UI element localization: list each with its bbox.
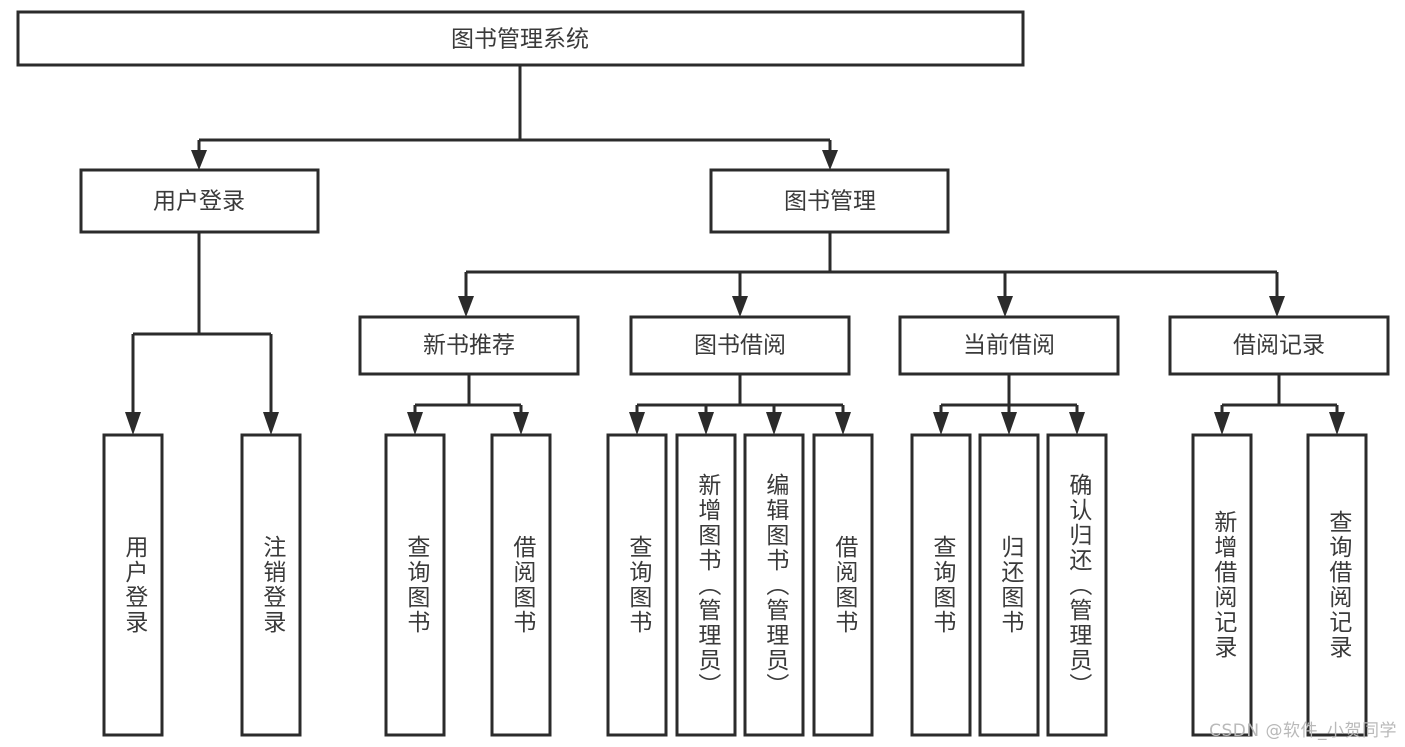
arrow-head-borrow-record (1269, 296, 1285, 317)
arrow-head-book-manage (822, 150, 838, 170)
leaf-box-group (102, 433, 1368, 737)
node-book-borrow-box[interactable] (629, 315, 851, 376)
arrow-head-leaf-query-book-2 (629, 412, 645, 435)
node-leaf-borrow-book-1-box[interactable] (490, 433, 552, 737)
node-user-login[interactable]: 用户登录 (79, 168, 320, 234)
connector-group-book-borrow-to-leaves (629, 374, 851, 435)
connector-group-user-login-to-leaves (125, 232, 279, 435)
node-leaf-add-book-box[interactable] (675, 433, 737, 737)
arrow-head-leaf-edit-book (766, 412, 782, 435)
node-book-manage-label: 图书管理 (784, 189, 876, 215)
arrow-head-leaf-query-book-3 (933, 412, 949, 435)
arrow-head-new-book-rec (458, 296, 474, 317)
node-leaf-query-record-box[interactable] (1306, 433, 1368, 737)
node-leaf-add-record-box[interactable] (1191, 433, 1253, 737)
arrow-head-leaf-user-login (125, 412, 141, 435)
connector-group-book-manage-to-level3 (458, 232, 1285, 317)
arrow-head-leaf-query-book-1 (407, 412, 423, 435)
connector-group-new-book-rec-to-leaves (407, 374, 529, 435)
node-root-label: 图书管理系统 (451, 27, 589, 53)
node-user-login-box[interactable] (79, 168, 320, 234)
arrow-head-leaf-return-book (1001, 412, 1017, 435)
node-book-manage-box[interactable] (709, 168, 950, 234)
arrow-head-leaf-add-book (698, 412, 714, 435)
node-leaf-query-book-3-box[interactable] (910, 433, 972, 737)
node-user-login-label: 用户登录 (153, 189, 245, 215)
arrow-head-leaf-logout (263, 412, 279, 435)
node-leaf-edit-book-box[interactable] (743, 433, 805, 737)
connector-group-borrow-record-to-leaves (1214, 374, 1345, 435)
arrow-head-leaf-borrow-book-2 (835, 412, 851, 435)
node-leaf-query-book-1-box[interactable] (384, 433, 446, 737)
arrow-head-leaf-confirm-return (1069, 412, 1085, 435)
node-book-borrow[interactable]: 图书借阅 (629, 315, 851, 376)
node-new-book-rec-label: 新书推荐 (423, 333, 515, 359)
node-new-book-rec-box[interactable] (358, 315, 580, 376)
node-root[interactable]: 图书管理系统 (16, 10, 1025, 67)
arrow-head-leaf-borrow-book-1 (513, 412, 529, 435)
node-book-manage[interactable]: 图书管理 (709, 168, 950, 234)
node-leaf-confirm-return-box[interactable] (1046, 433, 1108, 737)
node-current-borrow[interactable]: 当前借阅 (898, 315, 1120, 376)
arrow-head-user-login (191, 150, 207, 170)
node-new-book-rec[interactable]: 新书推荐 (358, 315, 580, 376)
connector-group-root-to-level2 (191, 65, 838, 170)
node-borrow-record[interactable]: 借阅记录 (1168, 315, 1390, 376)
node-leaf-user-login-box[interactable] (102, 433, 164, 737)
node-root-box[interactable] (16, 10, 1025, 67)
node-book-borrow-label: 图书借阅 (694, 333, 786, 359)
node-borrow-record-label: 借阅记录 (1233, 333, 1325, 359)
node-leaf-query-book-2-box[interactable] (606, 433, 668, 737)
node-current-borrow-box[interactable] (898, 315, 1120, 376)
arrow-head-leaf-add-record (1214, 412, 1230, 435)
arrow-head-leaf-query-record (1329, 412, 1345, 435)
node-current-borrow-label: 当前借阅 (963, 333, 1055, 359)
node-leaf-borrow-book-2-box[interactable] (812, 433, 874, 737)
node-leaf-logout-box[interactable] (240, 433, 302, 737)
arrow-head-current-borrow (997, 296, 1013, 317)
node-borrow-record-box[interactable] (1168, 315, 1390, 376)
arrow-head-book-borrow (732, 296, 748, 317)
node-leaf-return-book-box[interactable] (978, 433, 1040, 737)
connector-group-current-borrow-to-leaves (933, 374, 1085, 435)
